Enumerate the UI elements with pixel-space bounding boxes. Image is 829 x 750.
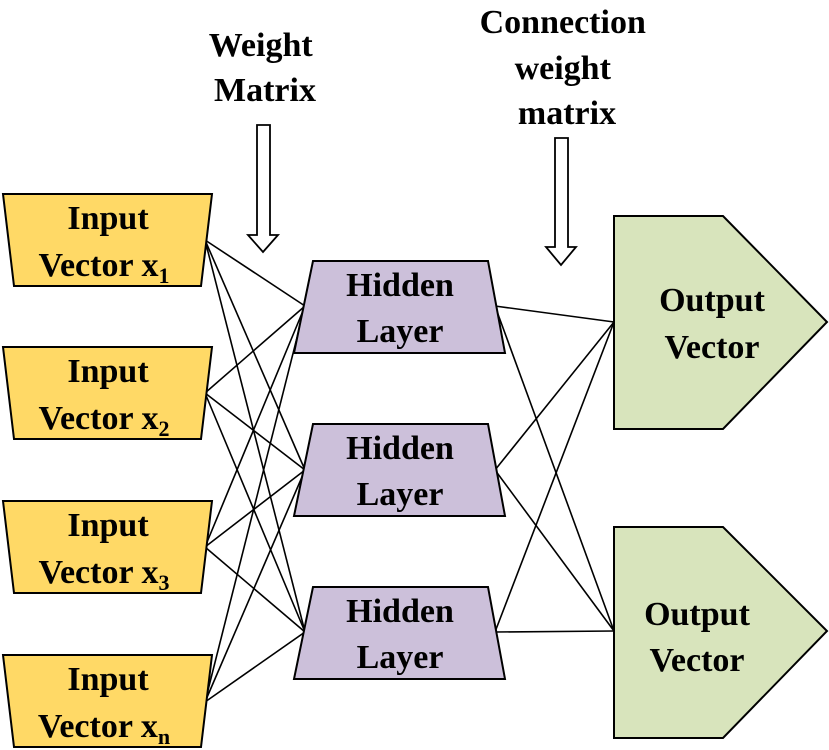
input-vector-name: Vector x3	[39, 554, 170, 595]
connection-weight-line: weight	[515, 50, 612, 87]
output-vector-subtitle: Vector	[649, 642, 744, 679]
down-arrow-icon	[544, 137, 578, 267]
connection-line	[204, 305, 306, 703]
hidden-output-connections	[494, 305, 615, 633]
hidden-layer-title: Hidden	[346, 267, 454, 304]
output-vector-subtitle: Vector	[664, 329, 759, 366]
connection-line	[494, 630, 615, 633]
connection-line	[494, 305, 615, 632]
input-vector-name: Vector x1	[39, 247, 170, 288]
down-arrow-icon	[246, 124, 280, 254]
connection-line	[204, 469, 306, 548]
input-vector-subscript: 1	[158, 263, 169, 288]
hidden-layer-title: Hidden	[346, 430, 454, 467]
connection-line	[494, 321, 615, 471]
connection-line	[204, 392, 306, 471]
hidden-layer-shape	[292, 423, 507, 517]
output-vector-1: Output Vector	[613, 215, 829, 430]
input-vector-shape	[1, 346, 214, 440]
connection-line	[494, 321, 615, 633]
connection-line	[204, 546, 306, 633]
input-vector-shape	[1, 654, 214, 748]
connection-line	[204, 305, 306, 548]
connection-line	[204, 392, 306, 633]
connection-line	[204, 631, 306, 703]
input-vector-text: Vector x	[39, 247, 159, 284]
weight-matrix-line: Weight	[209, 27, 314, 64]
input-vector-subscript: 3	[158, 570, 169, 595]
weight-matrix-line: Matrix	[214, 72, 316, 109]
input-vector-title: Input	[67, 200, 149, 237]
input-vector-name: Vector x2	[39, 400, 170, 441]
weight-matrix-arrow	[246, 124, 280, 254]
connection-line	[494, 469, 615, 632]
input-vector-title: Input	[67, 507, 149, 544]
input-vector-3: Input Vector x3	[1, 500, 214, 595]
hidden-layer-subtitle: Layer	[357, 476, 444, 513]
input-hidden-connections	[204, 239, 306, 703]
hidden-layer-2: Hidden Layer	[292, 423, 507, 517]
input-vector-title: Input	[67, 661, 149, 698]
output-vector-title: Output	[644, 596, 750, 633]
input-vector-n: Input Vector xn	[1, 654, 214, 749]
hidden-layer-subtitle: Layer	[357, 639, 444, 676]
connection-weight-line: Connection	[480, 4, 646, 41]
weight-matrix-label: Weight Matrix	[209, 27, 321, 109]
connection-line	[204, 305, 306, 394]
connection-line	[204, 239, 306, 471]
connection-line	[204, 469, 306, 703]
connection-weight-line: matrix	[518, 95, 616, 132]
output-vector-shape	[613, 215, 829, 430]
input-vector-text: Vector x	[38, 708, 158, 745]
hidden-layer-1: Hidden Layer	[292, 260, 507, 354]
connection-weight-arrow	[544, 137, 578, 267]
input-vector-shape	[1, 193, 214, 287]
input-vector-subscript: n	[158, 724, 170, 749]
input-vector-name: Vector xn	[38, 708, 170, 749]
input-vector-1: Input Vector x1	[1, 193, 214, 288]
input-vector-text: Vector x	[39, 554, 159, 591]
hidden-layer-shape	[292, 260, 507, 354]
connection-line	[204, 239, 306, 633]
hidden-layer-title: Hidden	[346, 593, 454, 630]
hidden-layer-3: Hidden Layer	[292, 586, 507, 680]
connection-line	[204, 239, 306, 307]
input-vector-title: Input	[67, 353, 149, 390]
output-vector-title: Output	[659, 282, 765, 319]
input-vector-subscript: 2	[158, 416, 169, 441]
output-vector-shape	[613, 526, 829, 739]
input-vector-2: Input Vector x2	[1, 346, 214, 441]
hidden-layer-subtitle: Layer	[357, 313, 444, 350]
input-vector-shape	[1, 500, 214, 594]
output-vector-2: Output Vector	[613, 526, 829, 739]
connection-line	[494, 305, 615, 323]
input-vector-text: Vector x	[39, 400, 159, 437]
hidden-layer-shape	[292, 586, 507, 680]
connection-weight-matrix-label: Connection weight matrix	[480, 4, 655, 132]
